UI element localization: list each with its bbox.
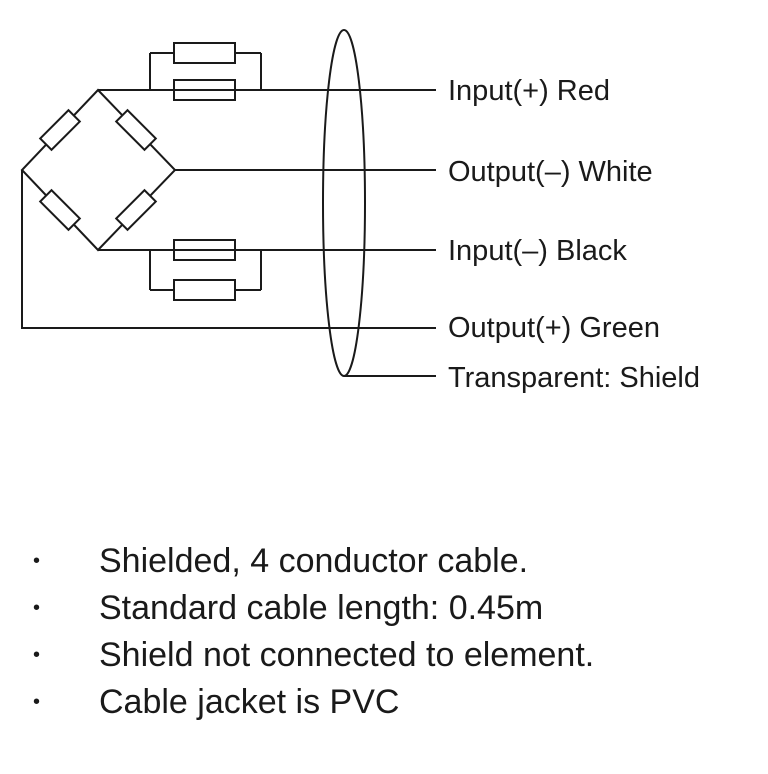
spec-list: • Shielded, 4 conductor cable. • Standar…	[0, 538, 768, 726]
cable-shield-ellipse	[322, 29, 366, 377]
bullet-icon: •	[33, 597, 41, 619]
wheatstone-bridge	[20, 88, 177, 252]
spec-text: Shield not connected to element.	[99, 636, 595, 674]
compensation-resistor-top-1	[173, 42, 236, 64]
bridge-resistor-bottom-left	[38, 188, 82, 232]
bullet-icon: •	[33, 550, 41, 572]
compensation-resistors-top	[149, 42, 262, 101]
bullet-icon: •	[33, 691, 41, 713]
spec-item: • Shielded, 4 conductor cable.	[0, 538, 768, 585]
spec-item: • Shield not connected to element.	[0, 632, 768, 679]
wiring-diagram: Input(+) Red Output(–) White Input(–) Bl…	[20, 29, 700, 394]
label-output-positive: Output(+) Green	[448, 312, 660, 344]
label-output-negative: Output(–) White	[448, 156, 653, 188]
spec-item: • Standard cable length: 0.45m	[0, 585, 768, 632]
wire-output-positive	[21, 170, 436, 329]
spec-text: Shielded, 4 conductor cable.	[99, 542, 529, 580]
spec-item: • Cable jacket is PVC	[0, 679, 768, 726]
spec-text: Cable jacket is PVC	[99, 683, 400, 721]
label-input-positive: Input(+) Red	[448, 75, 610, 107]
label-shield: Transparent: Shield	[448, 362, 700, 394]
compensation-resistor-bottom-2	[173, 279, 236, 301]
bullet-icon: •	[33, 644, 41, 666]
spec-text: Standard cable length: 0.45m	[99, 589, 544, 627]
label-input-negative: Input(–) Black	[448, 235, 627, 267]
bridge-resistor-bottom-right	[114, 188, 158, 232]
bridge-resistor-top-left	[38, 108, 82, 152]
bridge-resistor-top-right	[114, 108, 158, 152]
bridge-outline	[20, 88, 177, 252]
